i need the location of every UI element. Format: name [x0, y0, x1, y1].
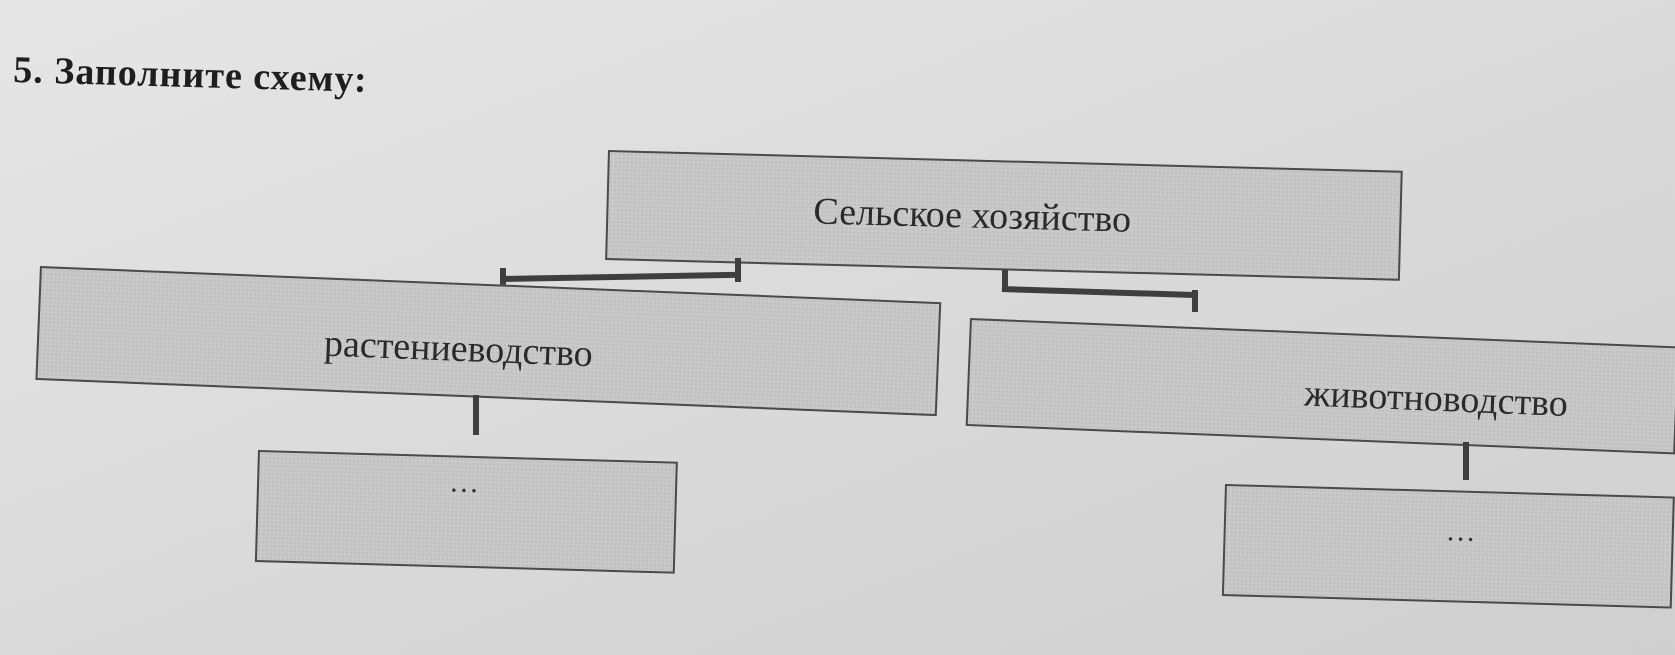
- connector-right-child: [1463, 442, 1469, 480]
- right-child-placeholder: …: [1445, 514, 1479, 549]
- connector-root-left-stem: [735, 258, 741, 282]
- left-child-box: …: [254, 450, 678, 574]
- right-child-box: …: [1221, 484, 1675, 609]
- left-branch-label: растениеводство: [323, 322, 594, 376]
- left-branch-box: растениеводство: [35, 266, 942, 417]
- connector-root-right-drop: [1192, 290, 1198, 312]
- connector-root-right-stem: [1002, 270, 1008, 292]
- connector-root-left-drop: [500, 268, 506, 288]
- connector-left-child: [473, 395, 479, 435]
- connector-root-right-bar: [1001, 286, 1198, 299]
- right-branch-label: животноводство: [1303, 372, 1569, 426]
- root-box: Сельское хозяйство: [605, 150, 1403, 281]
- left-child-placeholder: …: [448, 465, 482, 500]
- right-branch-box: животноводство: [965, 318, 1675, 455]
- connector-root-left-bar: [500, 271, 742, 282]
- root-label: Сельское хозяйство: [812, 190, 1132, 241]
